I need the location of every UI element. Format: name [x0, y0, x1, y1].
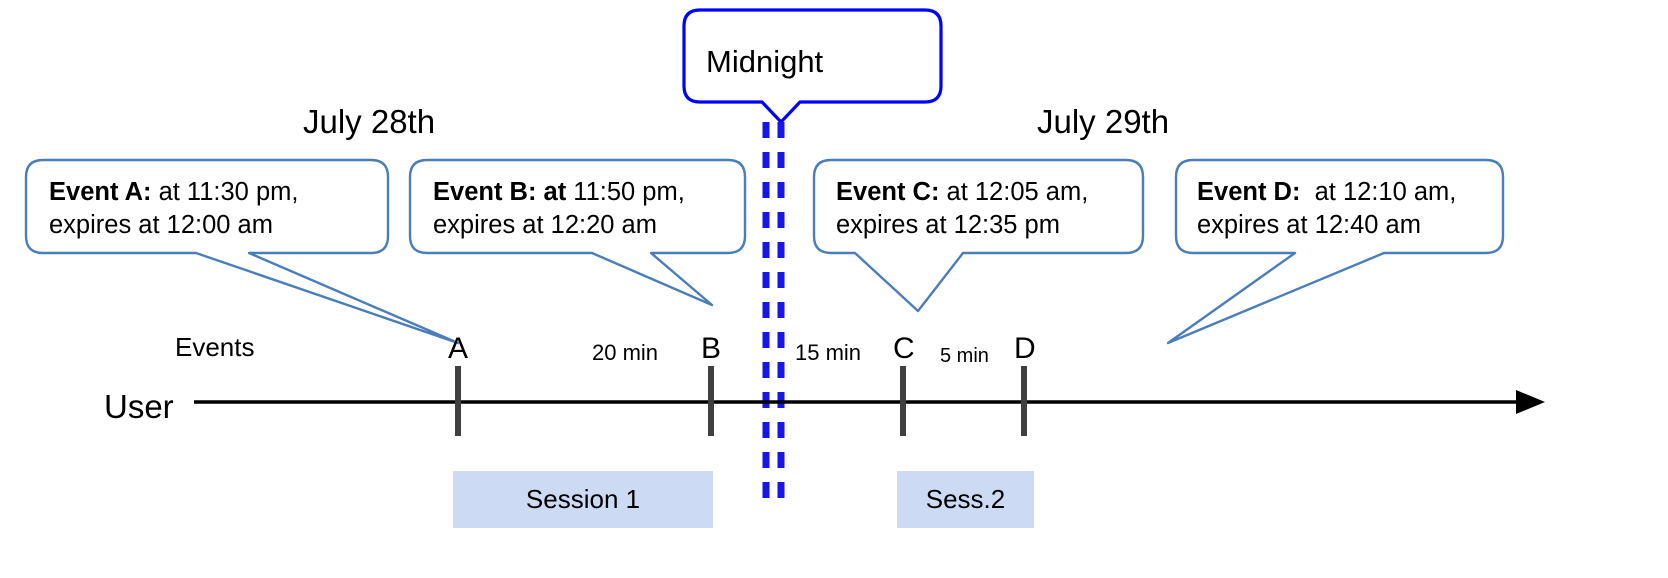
user-row-label: User [104, 388, 174, 425]
event-b-bubble-shape [408, 158, 747, 307]
interval-label-15-min: 15 min [795, 340, 862, 365]
event-c-callout-bold: Event C: [836, 178, 940, 206]
event-d-callout-line2: expires at 12:40 am [1197, 211, 1421, 239]
event-d-callout-rest: at 12:10 am, [1300, 178, 1457, 206]
session-band-1-label: Session 1 [525, 484, 641, 514]
event-a-callout-rest: at 11:30 pm, [151, 178, 299, 206]
event-a-bubble-shape [24, 158, 460, 345]
event-marker-label-b: B [701, 332, 722, 365]
event-d-callout-line1: Event D: at 12:10 am, [1197, 176, 1456, 209]
interval-label-20-min: 20 min [592, 340, 659, 365]
midnight-label: Midnight [706, 44, 824, 79]
session-band-2-label: Sess.2 [925, 484, 1006, 514]
event-marker-label-a: A [448, 332, 469, 365]
event-a-callout-line2: expires at 12:00 am [49, 211, 273, 239]
event-c-callout-rest: at 12:05 am, [939, 178, 1089, 206]
event-b-callout-bold: Event B: at [433, 178, 567, 206]
event-b-callout-rest: 11:50 pm, [566, 178, 685, 206]
event-c-callout-line1: Event C: at 12:05 am, [836, 176, 1088, 209]
date-label-july-28: July 28th [303, 103, 436, 140]
event-marker-label-c: C [893, 332, 915, 365]
event-c-bubble-shape [812, 158, 1145, 313]
event-a-callout-bold: Event A: [49, 178, 152, 206]
event-c-callout-line2: expires at 12:35 pm [836, 211, 1060, 239]
interval-label-5-min: 5 min [940, 345, 989, 367]
event-b-callout-line2: expires at 12:20 am [433, 211, 657, 239]
event-a-callout-line1: Event A: at 11:30 pm, [49, 176, 298, 209]
session-band-2 [897, 471, 1034, 528]
event-marker-label-d: D [1014, 332, 1036, 365]
date-label-july-29: July 29th [1037, 103, 1170, 140]
timeline-arrowhead [1516, 390, 1545, 414]
session-band-1 [453, 471, 713, 528]
events-row-label: Events [175, 332, 255, 362]
event-d-bubble-shape [1166, 158, 1505, 345]
event-d-callout-bold: Event D: [1197, 178, 1301, 206]
event-b-callout-line1: Event B: at 11:50 pm, [433, 176, 685, 209]
midnight-bubble-shape [682, 8, 943, 124]
